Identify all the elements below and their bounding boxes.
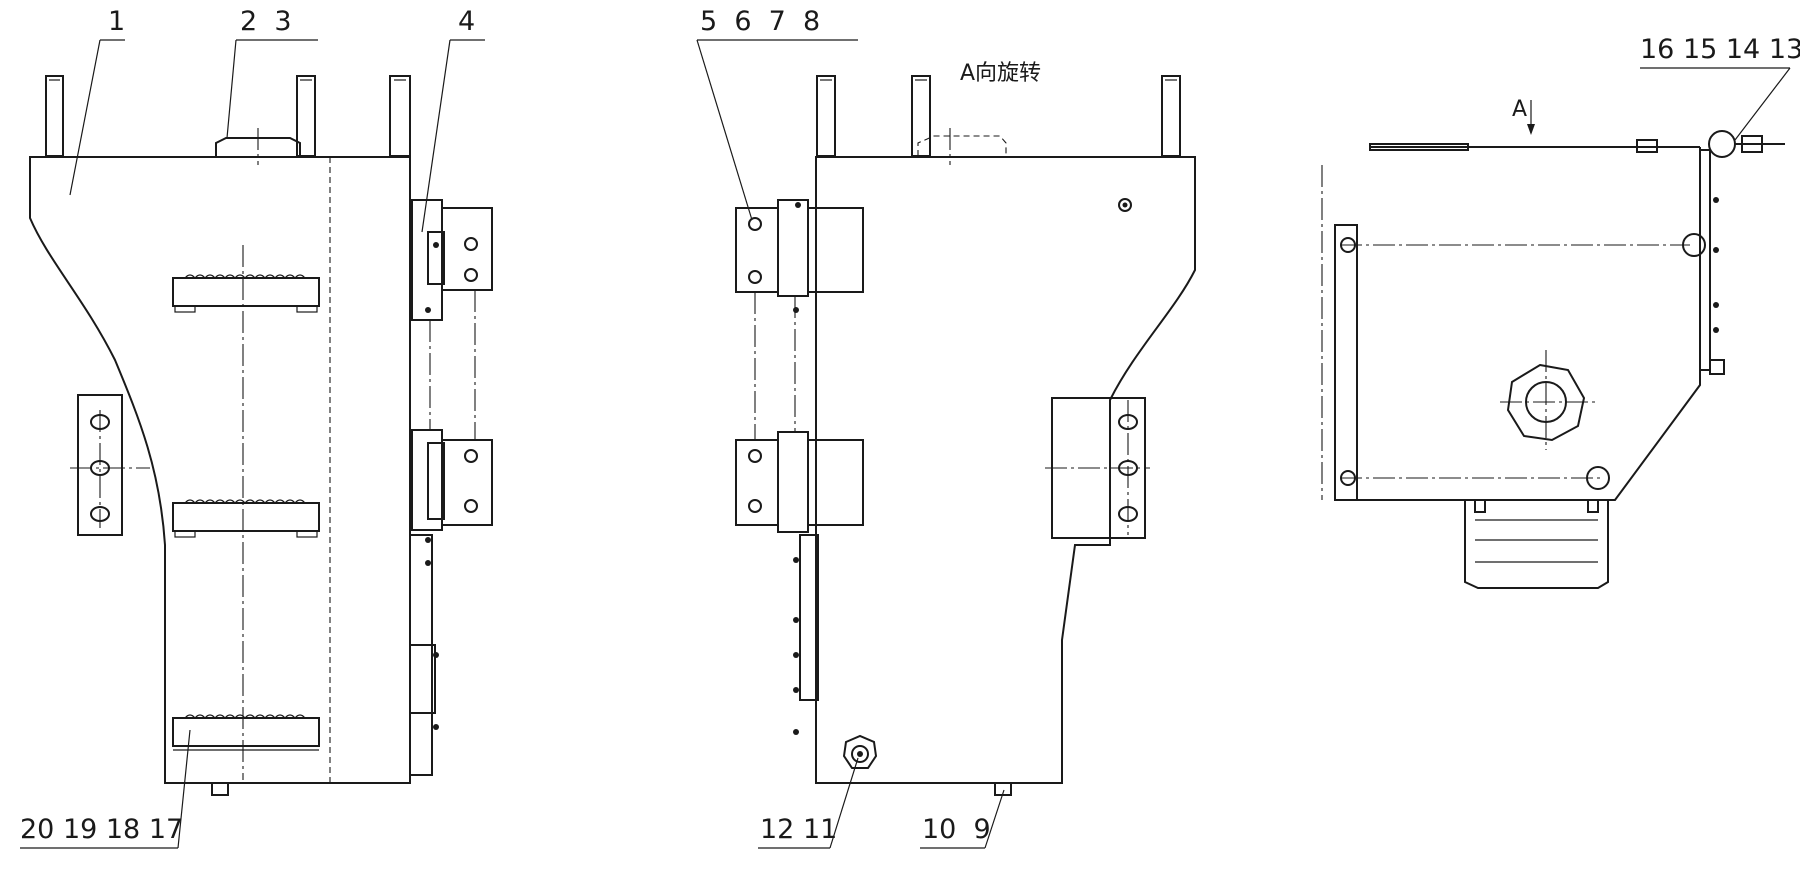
rotated-boss [917,135,1007,156]
leader-lines [20,39,1791,849]
step-assembly [1464,499,1609,589]
main-body-outline [29,156,411,784]
callout-4: 4 [458,6,475,37]
rotation-note: A向旋转 [960,61,1041,86]
filler-cap [1500,350,1595,450]
callout-16-13: 16 15 14 13 [1640,34,1800,65]
drain-plug [842,734,878,769]
top-view-outline [1334,147,1701,501]
front-view [29,75,493,796]
bottom-nut-mid [994,782,1012,796]
hinge-stack-mid [735,199,864,735]
top-posts [45,75,411,157]
callout-20-17: 20 19 18 17 [20,814,183,845]
callout-10-9: 10 9 [922,814,991,845]
callout-1: 1 [108,6,125,37]
rung-plate-top [172,274,320,313]
rung-plate-middle [172,499,320,538]
callout-2-3: 2 3 [240,6,292,37]
side-bracket-left [70,394,150,536]
side-bracket-right [1045,397,1150,539]
callout-5-8: 5 6 7 8 [700,6,820,37]
top-view-hinge-bar [1699,130,1785,375]
hinge-stack-right [409,199,493,783]
view-a-label: A [1512,97,1527,122]
bottom-nut-left [211,782,229,796]
side-body-outline [815,156,1196,784]
top-view [1321,100,1785,589]
callout-12-11: 12 11 [760,814,837,845]
top-posts-mid [816,75,1181,157]
rung-plate-bottom [172,714,320,751]
side-view [735,75,1196,796]
